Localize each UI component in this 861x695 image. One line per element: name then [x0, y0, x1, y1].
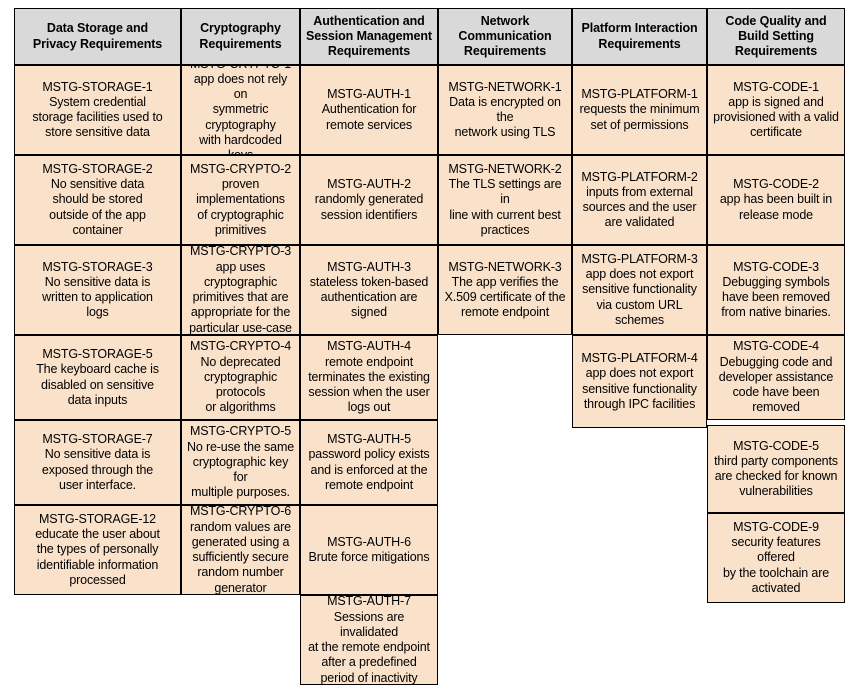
requirement-text: MSTG-CRYPTO-6 random values are generate…: [189, 505, 292, 595]
table-cell-crypto-3: MSTG-CRYPTO-3 app uses cryptographic pri…: [181, 245, 300, 335]
requirement-text: MSTG-PLATFORM-3 app does not export sens…: [581, 251, 698, 327]
requirement-text: MSTG-AUTH-1 Authentication for remote se…: [321, 87, 417, 132]
column-header-platform: Platform Interaction Requirements: [572, 8, 707, 65]
requirement-text: MSTG-CRYPTO-3 app uses cryptographic pri…: [189, 245, 292, 335]
requirement-text: MSTG-PLATFORM-2 inputs from external sou…: [581, 169, 698, 230]
requirement-text: MSTG-AUTH-3 stateless token-based authen…: [309, 259, 429, 320]
requirement-text: MSTG-NETWORK-1 Data is encrypted on the …: [448, 79, 562, 140]
requirement-text: MSTG-CRYPTO-2 proven implementations of …: [189, 161, 292, 237]
requirement-text: MSTG-STORAGE-5 The keyboard cache is dis…: [36, 347, 159, 407]
requirement-text: MSTG-AUTH-6 Brute force mitigations: [308, 534, 430, 564]
table-cell-auth-4: MSTG-AUTH-4 remote endpoint terminates t…: [300, 335, 438, 420]
table-cell-storage-5: MSTG-STORAGE-7 No sensitive data is expo…: [14, 420, 181, 505]
column-header-storage: Data Storage and Privacy Requirements: [14, 8, 181, 65]
requirement-text: MSTG-PLATFORM-4 app does not export sens…: [581, 351, 698, 411]
column-header-auth: Authentication and Session Management Re…: [300, 8, 438, 65]
table-cell-network-1: MSTG-NETWORK-1 Data is encrypted on the …: [438, 65, 572, 155]
table-cell-auth-2: MSTG-AUTH-2 randomly generated session i…: [300, 155, 438, 245]
requirement-text: MSTG-AUTH-2 randomly generated session i…: [314, 177, 424, 222]
requirement-text: MSTG-CRYPTO-4 No deprecated cryptographi…: [189, 339, 292, 415]
requirement-text: MSTG-AUTH-5 password policy exists and i…: [308, 432, 430, 492]
table-cell-auth-5: MSTG-AUTH-5 password policy exists and i…: [300, 420, 438, 505]
column-header-label: Code Quality and Build Setting Requireme…: [725, 13, 827, 59]
table-cell-platform-2: MSTG-PLATFORM-2 inputs from external sou…: [572, 155, 707, 245]
column-header-code: Code Quality and Build Setting Requireme…: [707, 8, 845, 65]
table-cell-crypto-1: MSTG-CRYPTO-1 app does not rely on symme…: [181, 65, 300, 155]
requirement-text: MSTG-AUTH-7 Sessions are invalidated at …: [308, 595, 430, 685]
table-cell-code-6: MSTG-CODE-9 security features offered by…: [707, 513, 845, 603]
requirement-text: MSTG-NETWORK-2 The TLS settings are in l…: [448, 161, 562, 237]
requirement-text: MSTG-STORAGE-2 No sensitive data should …: [42, 161, 153, 237]
requirement-text: MSTG-NETWORK-3 The app verifies the X.50…: [444, 259, 566, 320]
table-cell-auth-1: MSTG-AUTH-1 Authentication for remote se…: [300, 65, 438, 155]
requirement-text: MSTG-CODE-9 security features offered by…: [722, 519, 830, 595]
requirement-text: MSTG-CODE-3 Debugging symbols have been …: [721, 259, 831, 320]
column-header-network: Network Communication Requirements: [438, 8, 572, 65]
column-header-label: Authentication and Session Management Re…: [305, 13, 432, 59]
table-cell-code-2: MSTG-CODE-2 app has been built in releas…: [707, 155, 845, 245]
table-cell-auth-3: MSTG-AUTH-3 stateless token-based authen…: [300, 245, 438, 335]
requirement-text: MSTG-STORAGE-1 System credential storage…: [32, 79, 163, 140]
requirement-text: MSTG-CODE-2 app has been built in releas…: [719, 177, 833, 222]
table-cell-crypto-5: MSTG-CRYPTO-5 No re-use the same cryptog…: [181, 420, 300, 505]
requirement-text: MSTG-CODE-5 third party components are c…: [714, 438, 838, 499]
table-cell-code-3: MSTG-CODE-3 Debugging symbols have been …: [707, 245, 845, 335]
requirement-text: MSTG-STORAGE-12 educate the user about t…: [35, 511, 160, 587]
table-cell-auth-7: MSTG-AUTH-7 Sessions are invalidated at …: [300, 595, 438, 685]
requirement-text: MSTG-CODE-1 app is signed and provisione…: [713, 79, 839, 140]
column-header-label: Data Storage and Privacy Requirements: [32, 21, 163, 51]
table-cell-storage-6: MSTG-STORAGE-12 educate the user about t…: [14, 505, 181, 595]
table-cell-storage-3: MSTG-STORAGE-3 No sensitive data is writ…: [14, 245, 181, 335]
requirement-text: MSTG-CRYPTO-1 app does not rely on symme…: [190, 66, 291, 154]
table-cell-crypto-4: MSTG-CRYPTO-4 No deprecated cryptographi…: [181, 335, 300, 420]
table-cell-network-3: MSTG-NETWORK-3 The app verifies the X.50…: [438, 245, 572, 335]
column-header-crypto: Cryptography Requirements: [181, 8, 300, 65]
requirement-text: MSTG-STORAGE-7 No sensitive data is expo…: [41, 432, 154, 492]
table-cell-storage-1: MSTG-STORAGE-1 System credential storage…: [14, 65, 181, 155]
requirement-text: MSTG-PLATFORM-1 requests the minimum set…: [579, 87, 700, 132]
table-cell-code-1: MSTG-CODE-1 app is signed and provisione…: [707, 65, 845, 155]
requirement-text: MSTG-CODE-4 Debugging code and developer…: [718, 339, 834, 415]
column-header-label: Cryptography Requirements: [199, 21, 282, 51]
column-header-label: Platform Interaction Requirements: [581, 21, 698, 51]
table-cell-crypto-2: MSTG-CRYPTO-2 proven implementations of …: [181, 155, 300, 245]
requirement-text: MSTG-STORAGE-3 No sensitive data is writ…: [42, 259, 153, 320]
table-cell-code-5: MSTG-CODE-5 third party components are c…: [707, 425, 845, 513]
table-cell-auth-6: MSTG-AUTH-6 Brute force mitigations: [300, 505, 438, 595]
requirement-text: MSTG-CRYPTO-5 No re-use the same cryptog…: [186, 424, 295, 500]
table-cell-code-4: MSTG-CODE-4 Debugging code and developer…: [707, 335, 845, 420]
column-header-label: Network Communication Requirements: [458, 13, 552, 59]
table-cell-storage-2: MSTG-STORAGE-2 No sensitive data should …: [14, 155, 181, 245]
table-cell-platform-4: MSTG-PLATFORM-4 app does not export sens…: [572, 335, 707, 428]
table-cell-crypto-6: MSTG-CRYPTO-6 random values are generate…: [181, 505, 300, 595]
requirement-text: MSTG-AUTH-4 remote endpoint terminates t…: [308, 339, 430, 415]
table-cell-network-2: MSTG-NETWORK-2 The TLS settings are in l…: [438, 155, 572, 245]
table-cell-storage-4: MSTG-STORAGE-5 The keyboard cache is dis…: [14, 335, 181, 420]
table-cell-platform-1: MSTG-PLATFORM-1 requests the minimum set…: [572, 65, 707, 155]
table-cell-platform-3: MSTG-PLATFORM-3 app does not export sens…: [572, 245, 707, 335]
